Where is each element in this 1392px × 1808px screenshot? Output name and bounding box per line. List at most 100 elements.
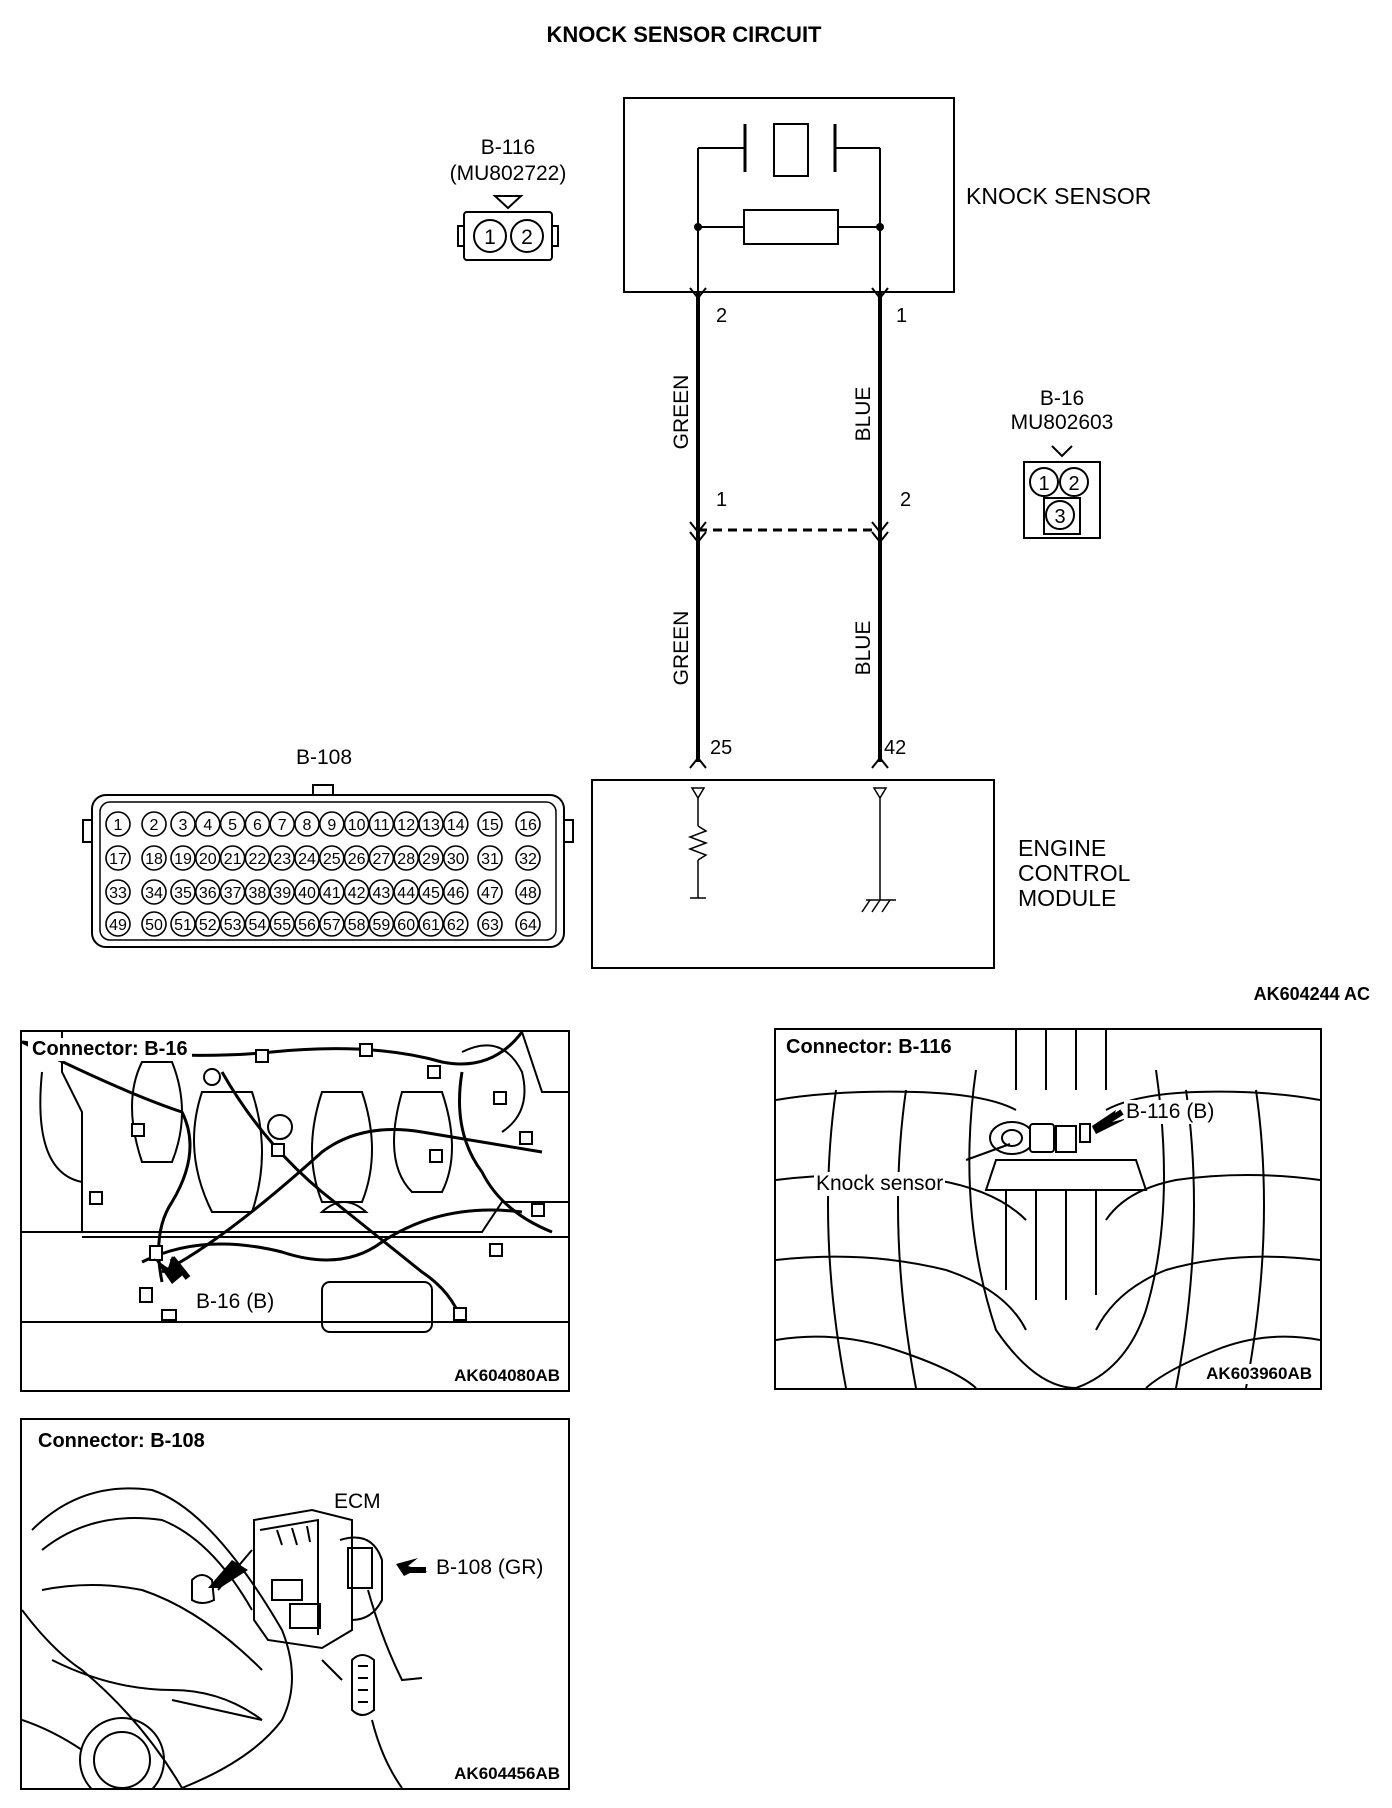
b108-pin-number: 24 [298, 851, 316, 868]
b108-pin-number: 48 [519, 885, 537, 902]
b108-pin-outline [442, 845, 469, 871]
engine-bay-illustration [22, 1032, 568, 1333]
b108-pin-number: 61 [422, 917, 440, 934]
b108-pin-outline [244, 911, 271, 937]
b108-pin-number: 5 [228, 817, 237, 834]
b108-pin-outline [195, 879, 221, 905]
wire-connector-marks [689, 287, 889, 769]
circuit-figure-id: AK604244 AC [1254, 984, 1370, 1000]
b16-part: MU802603 [1011, 411, 1114, 434]
b108-pin-number: 53 [224, 917, 242, 934]
b108-pin-number: 2 [150, 817, 159, 834]
b108-pin-number: 62 [447, 917, 465, 934]
b108-pin-number: 15 [481, 817, 499, 834]
b108-pin-outline [368, 845, 395, 871]
panel-b108-callout: B-108 (GR) [434, 1556, 546, 1580]
ecm-label-line-2: CONTROL [1018, 860, 1131, 886]
b108-pin-number: 1 [114, 817, 123, 834]
b108-pin-outline [442, 879, 469, 905]
b108-pin-number: 52 [199, 917, 217, 934]
b108-pin-number: 21 [224, 851, 242, 868]
left-ecm-pin: 25 [710, 737, 732, 759]
b108-pin-outline [368, 911, 395, 937]
b108-pin-outline [368, 811, 395, 837]
panel-b16-title: Connector: B-16 [28, 1038, 192, 1061]
b108-pin-outline [477, 845, 503, 871]
right-ecm-pin: 42 [884, 737, 906, 759]
b108-pin-outline [318, 911, 345, 937]
b108-pin-outline [515, 811, 541, 837]
b108-pin-number: 28 [397, 851, 415, 868]
b108-pin-number: 12 [397, 817, 415, 834]
b108-pin-number: 49 [109, 917, 127, 934]
b116-connector-symbol: B-116 (MU802722) 1 2 [450, 136, 567, 261]
panel-b108-figure-id: AK604456AB [452, 1764, 562, 1784]
b108-pin-number: 27 [373, 851, 391, 868]
panel-b116-callout: B-116 (B) [1124, 1100, 1217, 1124]
b108-pin-outline [244, 845, 271, 871]
b16-pin-3: 3 [1054, 506, 1065, 528]
diagram-title: KNOCK SENSOR CIRCUIT [546, 22, 822, 47]
b108-pin-number: 36 [199, 885, 217, 902]
b108-pin-number: 31 [481, 851, 499, 868]
b108-pin-number: 37 [224, 885, 242, 902]
b108-pin-outline [170, 911, 196, 937]
b108-pin-number: 34 [145, 885, 163, 902]
b108-pin-number: 43 [373, 885, 391, 902]
b108-name: B-108 [296, 746, 352, 769]
b108-pin-number: 51 [174, 917, 192, 934]
b108-pin-number: 19 [174, 851, 192, 868]
right-b16-pin: 2 [900, 489, 911, 511]
panel-b108-ecm-label: ECM [332, 1490, 383, 1514]
b108-pin-outline [515, 879, 541, 905]
b116-pin-1: 1 [484, 226, 496, 249]
b116-pin-2: 2 [521, 226, 533, 249]
b108-pin-number: 18 [145, 851, 163, 868]
panel-b116-sensor-label: Knock sensor [814, 1172, 946, 1196]
knock-sensor-box: KNOCK SENSOR [623, 97, 1151, 293]
b16-connector-symbol: B-16 MU802603 1 2 3 [1011, 387, 1114, 539]
b108-pin-outline [244, 879, 271, 905]
b108-pin-outline [170, 845, 196, 871]
b108-pin-number: 64 [519, 917, 537, 934]
b16-pin-1: 1 [1038, 473, 1049, 495]
b108-pin-number: 50 [145, 917, 163, 934]
b108-pin-outline [170, 811, 196, 837]
b108-pin-number: 32 [519, 851, 537, 868]
b108-pin-number: 4 [203, 817, 212, 834]
b108-pin-outline [477, 811, 503, 837]
b108-pin-number: 29 [422, 851, 440, 868]
b108-pin-outline [141, 879, 167, 905]
wire-color-green-lower: GREEN [670, 611, 693, 686]
b108-pin-number: 44 [397, 885, 415, 902]
b108-pin-number: 16 [519, 817, 537, 834]
panel-b16-figure-id: AK604080AB [452, 1366, 562, 1386]
b108-pin-number: 26 [348, 851, 366, 868]
b116-part: (MU802722) [450, 162, 567, 185]
ecm-label-line-3: MODULE [1018, 885, 1116, 911]
b108-pin-number: 45 [422, 885, 440, 902]
b16-name: B-16 [1040, 387, 1084, 410]
wire-color-green-upper: GREEN [670, 375, 693, 450]
b108-pin-number: 13 [422, 817, 440, 834]
b108-pin-outline [318, 811, 345, 837]
b108-pin-number: 8 [303, 817, 312, 834]
b108-pin-outline [105, 811, 131, 837]
b108-pin-outline [442, 911, 469, 937]
panel-b16-callout: B-16 (B) [194, 1290, 277, 1314]
b116-name: B-116 [481, 136, 535, 159]
b108-pin-number: 3 [179, 817, 188, 834]
panel-b116-figure-id: AK603960AB [1204, 1364, 1314, 1384]
b108-pin-outline [515, 845, 541, 871]
b108-pin-outline [170, 879, 196, 905]
b108-pin-number: 38 [249, 885, 267, 902]
b108-pin-number: 60 [397, 917, 415, 934]
b108-pin-number: 46 [447, 885, 465, 902]
b108-pin-number: 54 [249, 917, 267, 934]
b108-pin-number: 20 [199, 851, 217, 868]
knock-sensor-location-illustration [776, 1030, 1320, 1388]
b108-pin-outline [318, 879, 345, 905]
b108-pin-number: 22 [249, 851, 267, 868]
b108-pin-number: 9 [327, 817, 336, 834]
wire-color-blue-upper: BLUE [852, 387, 875, 442]
